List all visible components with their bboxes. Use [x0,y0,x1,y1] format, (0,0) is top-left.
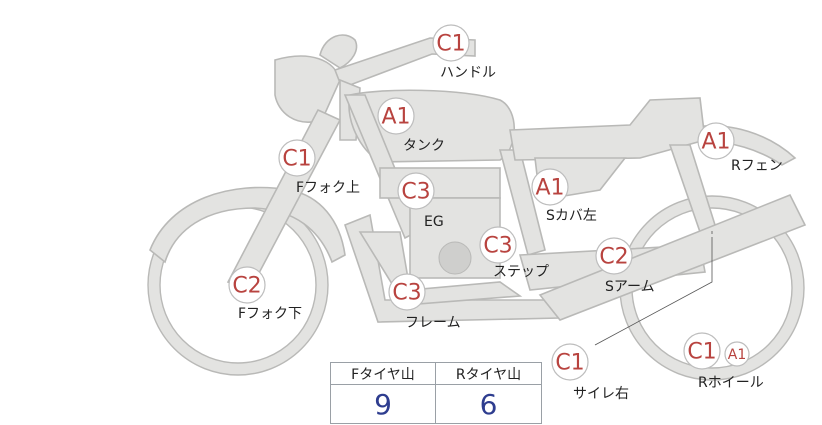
rear-subframe [668,144,716,234]
grade-badge-rwheel-text: C1 [687,340,716,365]
grade-badge-muffler-right-circle [551,343,589,381]
grade-badge-sarm-circle [595,237,633,275]
grade-badge-rwheel-secondary-text: A1 [728,347,746,363]
grade-badge-handle: C1 [432,24,470,62]
grade-badge-sarm: C2 [595,237,633,275]
part-label-ffork-upper: Fフォク上 [296,180,360,196]
grade-badge-frame: C3 [388,273,426,311]
grade-badge-rfender: A1 [697,122,735,160]
grade-badge-eg-text: C3 [401,180,430,205]
grade-badge-eg-circle [397,172,435,210]
grade-badge-ffork-lower-text: C2 [232,274,261,299]
grade-badge-step: C3 [479,226,517,264]
mirror [319,34,358,69]
part-label-frame: フレーム [405,315,461,331]
engine-cover [438,241,472,275]
rear-tread-header: Rタイヤ山 [436,363,541,385]
part-label-sarm: Sアーム [605,279,655,295]
grade-badge-rwheel-secondary-circle [724,341,750,367]
grade-badge-tank: A1 [377,97,415,135]
grade-badge-handle-circle [432,24,470,62]
grade-badge-step-text: C3 [483,234,512,259]
grade-badge-muffler-right: C1 [551,343,589,381]
grade-badge-ffork-lower: C2 [228,266,266,304]
grade-badge-frame-circle [388,273,426,311]
headlight [274,55,341,123]
grade-badge-scover-left: A1 [531,168,569,206]
tire-tread-table: Fタイヤ山 Rタイヤ山 9 6 [330,362,542,424]
grade-badge-scover-left-circle [531,168,569,206]
part-label-scover-left: Sカバ左 [546,208,597,224]
grade-badge-rwheel-circle [683,332,721,370]
grade-badge-rwheel-secondary: A1 [724,341,750,367]
part-label-ffork-lower: Fフォク下 [238,306,302,322]
grade-badge-rwheel: C1 [683,332,721,370]
rear-tread-value: 6 [479,387,498,421]
front-tread-value: 9 [331,385,436,423]
part-label-rwheel: Rホイール [698,375,764,391]
leader-line [594,240,713,346]
grade-badge-rfender-circle [697,122,735,160]
part-label-tank: タンク [403,138,445,154]
grade-badge-tank-text: A1 [381,105,410,130]
grade-badge-frame-text: C3 [392,281,421,306]
grade-badge-eg: C3 [397,172,435,210]
grade-badge-tank-circle [377,97,415,135]
grade-badge-ffork-upper-text: C1 [282,147,311,172]
part-label-rfender: Rフェン [731,158,783,174]
grade-badge-rfender-text: A1 [701,130,730,155]
grade-badge-step-circle [479,226,517,264]
part-label-step: ステップ [493,264,549,280]
grade-badge-ffork-lower-circle [228,266,266,304]
grade-badge-ffork-upper-circle [278,139,316,177]
grade-badge-ffork-upper: C1 [278,139,316,177]
part-label-handle: ハンドル [440,65,496,81]
grade-badge-muffler-right-text: C1 [555,351,584,376]
grade-badge-sarm-text: C2 [599,245,628,270]
grade-badge-scover-left-text: A1 [535,176,564,201]
grade-badge-handle-text: C1 [436,32,465,57]
part-label-eg: EG [424,214,444,230]
muffler [538,193,807,321]
part-label-muffler-right: サイレ右 [573,386,629,402]
front-tread-header: Fタイヤ山 [331,363,436,385]
front-fender [149,186,346,264]
